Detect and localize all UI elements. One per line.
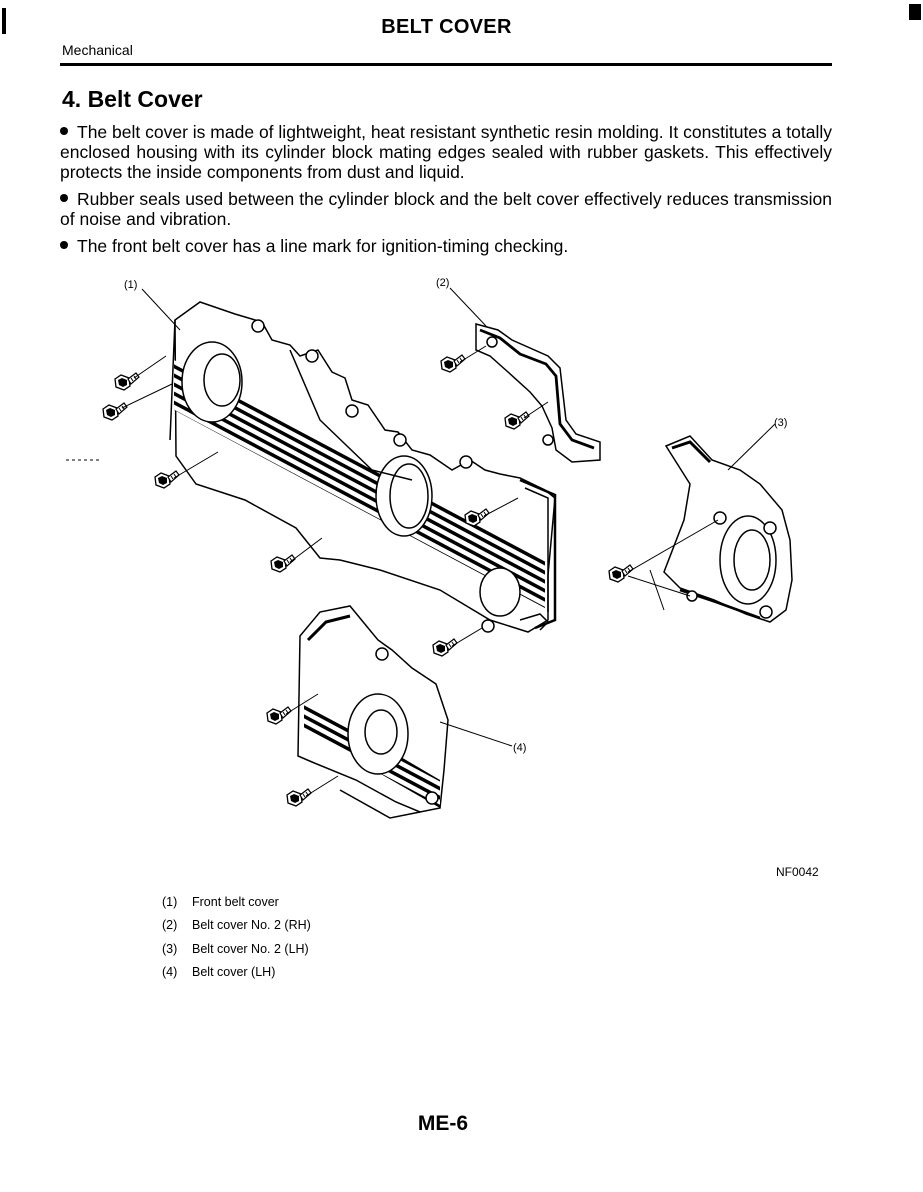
margin-bar-mark [2,8,6,34]
bolt-icon [266,706,292,725]
bolt-icon [154,470,180,489]
legend-item: (4) Belt cover (LH) [162,965,311,988]
legend-label: Belt cover (LH) [192,964,276,979]
callout-label-1: (1) [124,279,137,291]
page-header-title: BELT COVER [381,16,512,38]
bolt-icon [286,788,312,807]
paragraph-text: The belt cover is made of lightweight, h… [60,122,832,182]
bullet-paragraph-2: Rubber seals used between the cylinder b… [60,189,832,229]
section-label: Mechanical [62,42,133,58]
legend-item: (1) Front belt cover [162,895,311,918]
paragraph-text: Rubber seals used between the cylinder b… [60,189,832,229]
bullet-paragraph-3: The front belt cover has a line mark for… [60,236,832,256]
belt-cover-rh-part [475,323,601,463]
front-belt-cover-part [169,301,557,633]
bullet-dot-icon [60,194,68,203]
legend-label: Front belt cover [192,895,279,909]
legend-item: (3) Belt cover No. 2 (LH) [162,942,311,965]
callout-label-3: (3) [774,417,787,429]
legend-item: (2) Belt cover No. 2 (RH) [162,918,311,941]
corner-tab-mark [909,4,921,20]
bullet-dot-icon [60,127,68,136]
bolt-icon [102,402,128,421]
bullet-dot-icon [60,241,68,250]
figure-legend: (1) Front belt cover (2) Belt cover No. 2 … [162,895,311,988]
belt-cover-no2-lh-part [663,435,793,623]
guide-lines [66,345,719,797]
figure-code: NF0042 [776,865,819,879]
bolt-icon [504,411,530,430]
callout-label-2: (2) [436,277,449,289]
legend-number: (2) [162,918,178,933]
callout-label-4: (4) [513,742,526,754]
bolt-icon [432,638,458,657]
legend-label: Belt cover No. 2 (RH) [192,918,311,933]
bolt-icon [270,554,296,573]
belt-cover-lh-part [297,605,449,819]
legend-label: Belt cover No. 2 (LH) [192,941,309,956]
callout-leaders [141,287,776,747]
legend-number: (1) [162,895,178,909]
section-heading: 4. Belt Cover [62,86,203,112]
header-rule [60,63,832,66]
bolt-icon [114,372,140,391]
paragraph-text: The front belt cover has a line mark for… [77,236,569,256]
legend-number: (3) [162,941,178,956]
bolt-icon [440,354,466,373]
bolt-icon [608,564,634,583]
page-number: ME-6 [417,1112,469,1135]
legend-number: (4) [162,964,178,979]
bullet-paragraph-1: The belt cover is made of lightweight, h… [60,122,832,182]
